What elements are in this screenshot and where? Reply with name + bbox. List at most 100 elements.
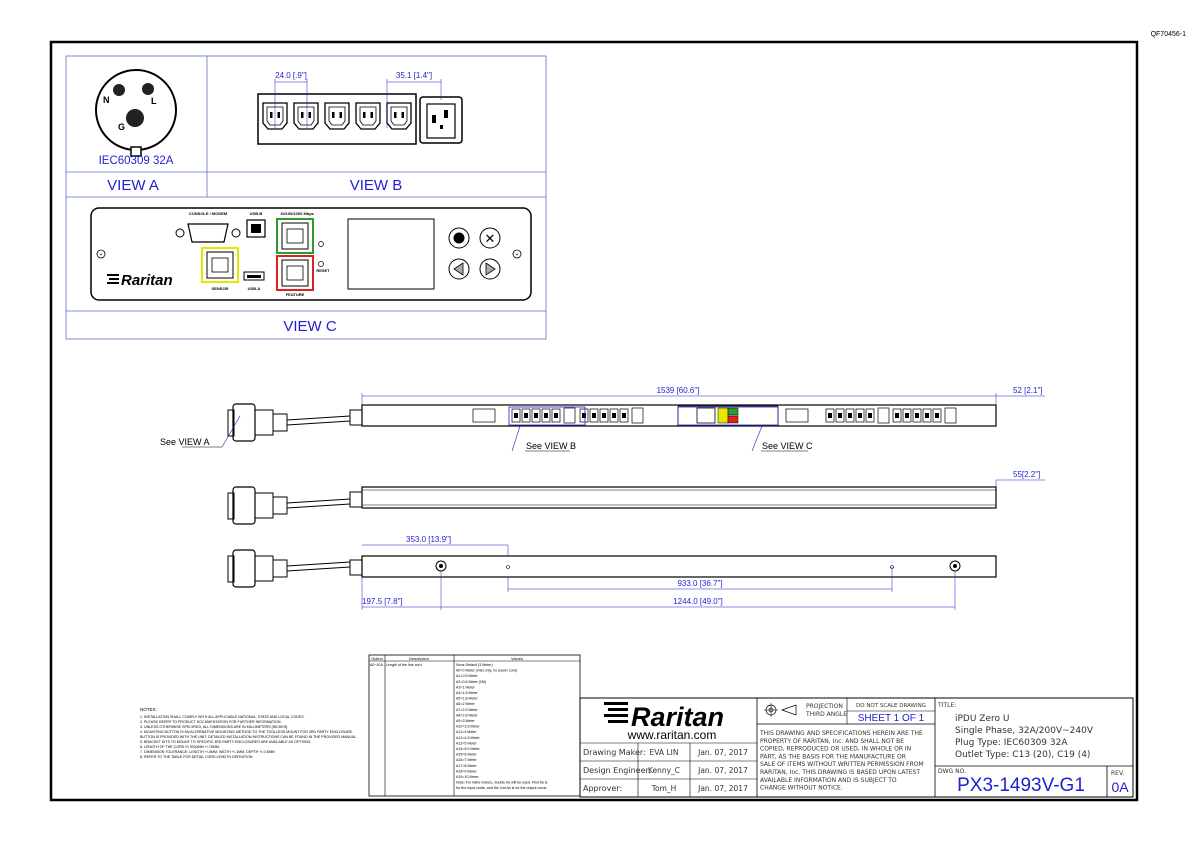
c13-outlet	[324, 102, 350, 130]
view-a-plug-label: IEC60309 32A	[99, 155, 174, 167]
table-cell-description: Length of the line cord	[386, 663, 422, 667]
front-outlet	[609, 408, 619, 423]
front-outlet	[865, 408, 875, 423]
table-value: A10=3.5 Meter	[456, 725, 480, 729]
tb-date: Jan. 07, 2017	[697, 748, 748, 757]
front-outlet-slot	[905, 413, 909, 418]
front-outlet	[589, 408, 599, 423]
front-outlet-slot	[838, 413, 842, 418]
disclaimer-line: THIS DRAWING AND SPECIFICATIONS HEREIN A…	[759, 730, 923, 737]
front-outlet	[511, 408, 521, 423]
table-value: A19=10 Meter	[456, 775, 479, 779]
drawing-number: PX3-1493V-G1	[957, 775, 1085, 796]
table-value: A15=6 Meter	[456, 753, 477, 757]
front-outlet	[579, 408, 589, 423]
title-block: Raritan www.raritan.com Drawing Maker:EV…	[579, 697, 1134, 798]
width-dimension: 52 [2.1"]	[1013, 386, 1043, 395]
title-line: Outlet Type: C13 (20), C19 (4)	[955, 750, 1090, 760]
front-outlet-slot	[858, 413, 862, 418]
disclaimer-line: CHANGE WITHOUT NOTICE.	[760, 785, 843, 792]
front-outlet	[599, 408, 609, 423]
view-b-pitch-dimension: 24.0 [.9"]	[275, 71, 307, 80]
front-outlet	[541, 408, 551, 423]
disclaimer-line: SALE OF ITEMS WITHOUT WRITTEN PERMISSION…	[760, 761, 924, 768]
usb-b-port-label: USB-B	[250, 211, 263, 216]
front-outlet-slot	[544, 413, 548, 418]
note-line: 2. PLEASE REFER TO PRODUCT DOCUMENTATION…	[140, 720, 282, 724]
table-value: A2=0.6 Meter (2M)	[456, 680, 486, 684]
table-cell-option: A0~A16	[370, 663, 383, 667]
rev-label: REV.	[1111, 770, 1124, 777]
front-outlet-slot	[514, 413, 518, 418]
tb-role-label: Drawing Maker:	[583, 748, 646, 757]
svg-text:+: +	[100, 252, 103, 258]
table-value: None Default (3 Meter)	[456, 663, 493, 667]
note-line: 1. INSTALLATION SHALL COMPLY WITH ALL AP…	[140, 715, 305, 719]
svg-text:Raritan: Raritan	[631, 702, 724, 732]
do-not-scale-label: DO NOT SCALE DRAWING	[856, 703, 926, 709]
table-value: A6=2 Meter	[456, 702, 475, 706]
dimension-933: 933.0 [36.7"]	[677, 579, 722, 588]
depth-dimension: 55[2.2"]	[1013, 470, 1040, 479]
front-outlet-slot	[828, 413, 832, 418]
console-port-label: CONSOLE / MODEM	[189, 211, 228, 216]
reset-label: RESET	[316, 268, 330, 273]
option-table: Option Description Values A0~A16 Length …	[368, 654, 581, 797]
view-b-group-dimension: 35.1 [1.4"]	[396, 71, 432, 80]
front-c19-outlet	[631, 407, 644, 424]
title-block-raritan-logo: Raritan	[604, 702, 724, 732]
front-outlet	[922, 408, 932, 423]
front-outlet	[531, 408, 541, 423]
view-a-title: VIEW A	[107, 177, 159, 194]
view-a-plug-drawing: N L G	[95, 69, 177, 157]
overall-length-dimension: 1539 [60.6"]	[657, 386, 700, 395]
pdu-side-view: 55[2.2"]	[227, 470, 1045, 525]
front-outlet-slot	[935, 413, 939, 418]
note-line: 4. MOUNTING BUTTON IS AN ALTERNATIVE MOU…	[140, 730, 353, 734]
tb-date: Jan. 07, 2017	[697, 784, 748, 793]
c13-outlet	[355, 102, 381, 130]
disclaimer-line: AVAILABLE INFORMATION AND IS SUBJECT TO	[760, 777, 897, 784]
dwg-no-label: DWG NO.	[938, 768, 966, 775]
table-value: A18=9 Meter	[456, 769, 477, 773]
see-view-b-callout: See VIEW B	[526, 441, 576, 451]
table-value: A1=0.5 Meter	[456, 674, 478, 678]
projection-label: PROJECTION	[806, 703, 843, 710]
front-outlet	[892, 408, 902, 423]
table-value: A0=0 Meter (Inlet only, no power cord)	[456, 669, 517, 673]
tb-name: Tom_H	[651, 784, 677, 793]
view-b-outlets-drawing: 24.0 [.9"] 35.1 [1.4"]	[257, 71, 463, 145]
website-text: www.raritan.com	[627, 728, 717, 742]
see-view-c-callout: See VIEW C	[762, 441, 813, 451]
pin-n-label: N	[103, 95, 110, 105]
dimension-197: 197.5 [7.8"]	[362, 597, 403, 606]
tb-date: Jan. 07, 2017	[697, 766, 748, 775]
disclaimer-line: RARITAN, Inc. THIS DRAWING IS BASED UPON…	[760, 769, 920, 776]
c13-outlet	[262, 102, 288, 130]
front-outlet	[932, 408, 942, 423]
table-header-option: Option	[371, 656, 383, 661]
front-outlet	[902, 408, 912, 423]
title-line: iPDU Zero U	[955, 714, 1009, 724]
c13-outlet	[293, 102, 319, 130]
tb-role-label: Design Engineer:	[583, 766, 651, 775]
usb-a-port-label: USB-A	[248, 286, 261, 291]
front-outlet	[845, 408, 855, 423]
breaker	[785, 408, 809, 423]
table-value: A16=7 Meter	[456, 758, 477, 762]
front-outlet-slot	[612, 413, 616, 418]
table-value: A9=3 Meter	[456, 719, 475, 723]
front-outlet	[551, 408, 561, 423]
table-value: A12=4.5 Meter	[456, 736, 480, 740]
front-c19-outlet	[877, 407, 890, 424]
view-c-panel-drawing: + + CONSOLE / MODEM USB-B 10/100/1000 Mb…	[90, 207, 532, 301]
front-outlet-slot	[848, 413, 852, 418]
table-value: A17=8 Meter	[456, 764, 477, 768]
table-value: A11=4 Meter	[456, 730, 477, 734]
table-value: A4=1.5 Meter	[456, 691, 478, 695]
svg-text:Raritan: Raritan	[121, 272, 173, 289]
dimension-353: 353.0 [13.9"]	[406, 535, 451, 544]
doc-code: QF70456-1	[1151, 31, 1187, 38]
sheet-border	[49, 40, 1139, 802]
